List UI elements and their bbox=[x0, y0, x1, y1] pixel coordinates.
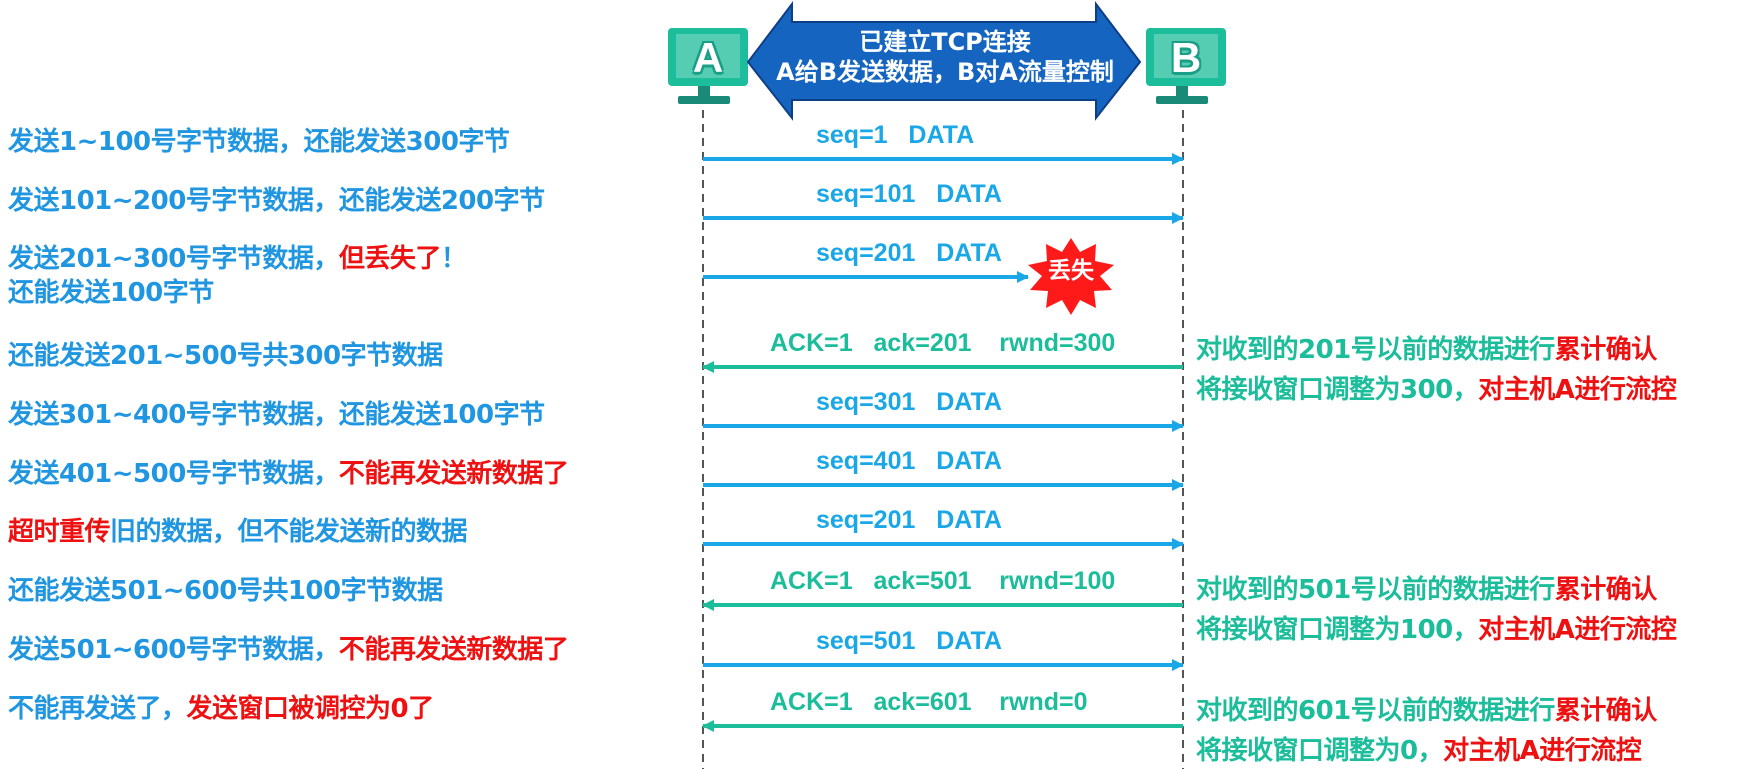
left-note-text: 发送1~100号字节数据，还能发送300字节 bbox=[8, 127, 510, 157]
right-note: 对收到的201号以前的数据进行累计确认 bbox=[1196, 328, 1657, 372]
left-note-text: 还能发送501~600号共100字节数据 bbox=[8, 576, 443, 606]
lost-label: 丢失 bbox=[1048, 258, 1094, 284]
right-note-text: 累计确认 bbox=[1554, 696, 1658, 726]
left-note-text: 不能再发送了， bbox=[8, 694, 187, 724]
left-note-text: 还能发送100字节 bbox=[8, 278, 214, 308]
right-note-text: 对收到的601号以前的数据进行 bbox=[1196, 696, 1555, 726]
ack-segment-label: ACK=1 ack=601 rwnd=0 bbox=[770, 688, 1088, 716]
host-b-computer-icon bbox=[1146, 28, 1226, 104]
data-segment-label: seq=101 DATA bbox=[816, 180, 1002, 208]
left-note: 发送401~500号字节数据，不能再发送新数据了 bbox=[8, 459, 569, 489]
left-note-text: ！ bbox=[440, 244, 467, 274]
right-note: 对收到的601号以前的数据进行累计确认 bbox=[1196, 689, 1657, 733]
right-note-text: 对主机A进行流控 bbox=[1478, 375, 1677, 405]
left-note-text: 发送窗口被调控为0了 bbox=[186, 694, 435, 724]
data-segment-label: seq=301 DATA bbox=[816, 388, 1002, 416]
left-note: 还能发送501~600号共100字节数据 bbox=[8, 576, 443, 606]
right-note-text: 将接收窗口调整为100， bbox=[1196, 615, 1479, 645]
right-note: 将接收窗口调整为100，对主机A进行流控 bbox=[1196, 608, 1677, 652]
left-note-text: 发送501~600号字节数据， bbox=[8, 635, 339, 665]
right-note: 对收到的501号以前的数据进行累计确认 bbox=[1196, 568, 1657, 612]
left-note: 还能发送201~500号共300字节数据 bbox=[8, 341, 443, 371]
right-note-text: 累计确认 bbox=[1554, 335, 1658, 365]
lost-burst-icon bbox=[1028, 238, 1114, 315]
host-a-computer-icon bbox=[668, 28, 748, 104]
left-note-text: 还能发送201~500号共300字节数据 bbox=[8, 341, 443, 371]
left-note: 发送1~100号字节数据，还能发送300字节 bbox=[8, 127, 510, 157]
left-note: 不能再发送了，发送窗口被调控为0了 bbox=[8, 694, 434, 724]
left-note: 发送501~600号字节数据，不能再发送新数据了 bbox=[8, 635, 569, 665]
left-note-text: 发送101~200号字节数据，还能发送200字节 bbox=[8, 186, 545, 216]
connection-banner-arrow bbox=[746, 1, 1142, 121]
left-note: 发送201~300号字节数据，但丢失了！ bbox=[8, 244, 467, 274]
left-note-text: 不能再发送新数据了 bbox=[338, 635, 569, 665]
right-note-text: 对收到的201号以前的数据进行 bbox=[1196, 335, 1555, 365]
left-note-text: 旧的数据，但不能发送新的数据 bbox=[110, 517, 468, 547]
ack-segment-label: ACK=1 ack=201 rwnd=300 bbox=[770, 329, 1116, 357]
left-note-text: 发送401~500号字节数据， bbox=[8, 459, 339, 489]
data-segment-label: seq=201 DATA bbox=[816, 506, 1002, 534]
right-note-text: 累计确认 bbox=[1554, 575, 1658, 605]
data-segment-label: seq=401 DATA bbox=[816, 447, 1002, 475]
left-note-text: 发送301~400号字节数据，还能发送100字节 bbox=[8, 400, 545, 430]
banner-line-1: 已建立TCP连接 bbox=[859, 28, 1031, 56]
data-segment-label: seq=1 DATA bbox=[816, 121, 975, 149]
right-note: 将接收窗口调整为0，对主机A进行流控 bbox=[1196, 729, 1642, 769]
right-note: 将接收窗口调整为300，对主机A进行流控 bbox=[1196, 368, 1677, 412]
left-note: 还能发送100字节 bbox=[8, 278, 214, 308]
left-note-text: 但丢失了 bbox=[338, 244, 442, 274]
host-b-label: B bbox=[1170, 34, 1202, 81]
banner-line-2: A给B发送数据，B对A流量控制 bbox=[776, 58, 1114, 86]
data-segment-label: seq=501 DATA bbox=[816, 627, 1002, 655]
left-note-text: 超时重传 bbox=[8, 517, 111, 547]
left-note: 超时重传旧的数据，但不能发送新的数据 bbox=[8, 517, 468, 547]
left-note-text: 不能再发送新数据了 bbox=[338, 459, 569, 489]
ack-segment-label: ACK=1 ack=501 rwnd=100 bbox=[770, 567, 1116, 595]
host-a-label: A bbox=[692, 34, 724, 81]
right-note-text: 将接收窗口调整为300， bbox=[1196, 375, 1479, 405]
left-note-text: 发送201~300号字节数据， bbox=[8, 244, 339, 274]
right-note-text: 将接收窗口调整为0， bbox=[1196, 736, 1444, 766]
left-note: 发送301~400号字节数据，还能发送100字节 bbox=[8, 400, 545, 430]
right-note-text: 对收到的501号以前的数据进行 bbox=[1196, 575, 1555, 605]
left-note: 发送101~200号字节数据，还能发送200字节 bbox=[8, 186, 545, 216]
right-note-text: 对主机A进行流控 bbox=[1478, 615, 1677, 645]
right-note-text: 对主机A进行流控 bbox=[1443, 736, 1642, 766]
data-segment-label: seq=201 DATA bbox=[816, 239, 1002, 267]
